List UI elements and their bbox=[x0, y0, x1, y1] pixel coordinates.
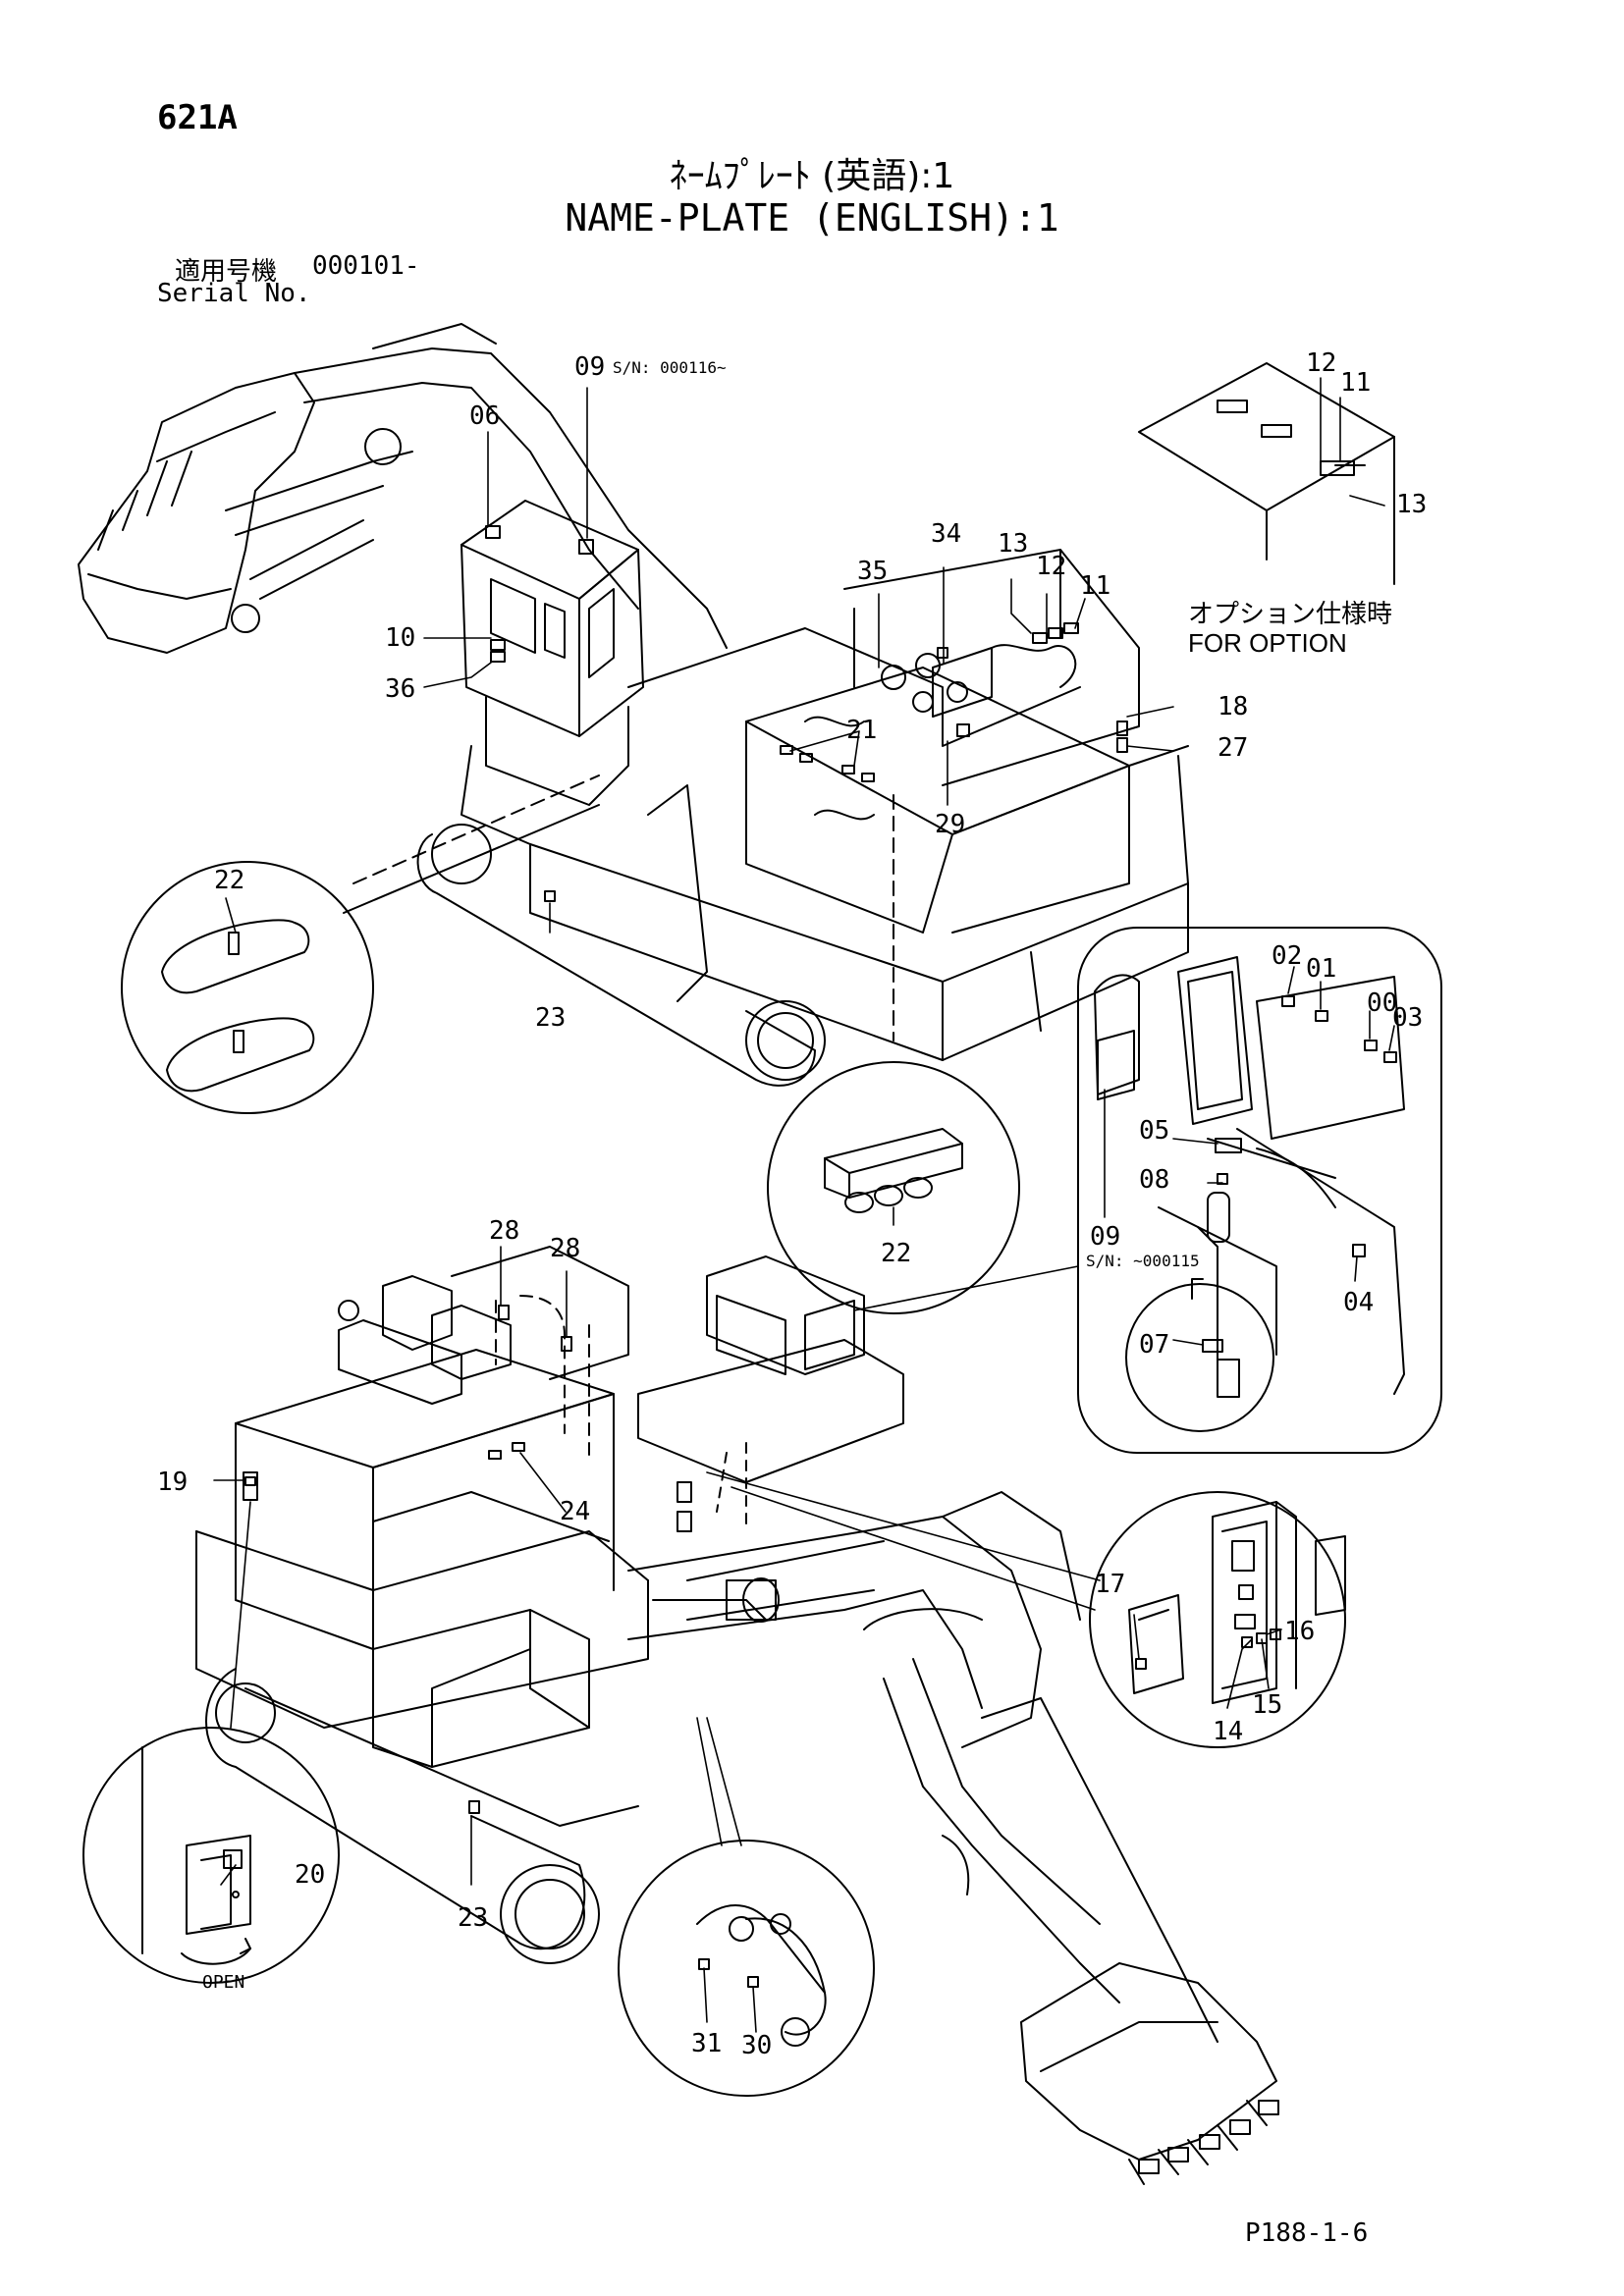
detail-circle-electrical bbox=[1089, 1491, 1346, 1748]
callout-04: 04 bbox=[1343, 1288, 1374, 1317]
serial-label-english: Serial No. bbox=[157, 279, 311, 308]
callout-20: 20 bbox=[295, 1860, 325, 1890]
callout-13-a: 13 bbox=[998, 529, 1028, 559]
callout-16: 16 bbox=[1284, 1617, 1315, 1646]
callout-22-b: 22 bbox=[881, 1239, 911, 1268]
callout-17: 17 bbox=[1095, 1570, 1125, 1599]
callout-27: 27 bbox=[1218, 733, 1248, 763]
callout-23-a: 23 bbox=[535, 1003, 566, 1033]
callout-28-b: 28 bbox=[550, 1234, 580, 1263]
callout-03: 03 bbox=[1392, 1003, 1423, 1033]
callout-09-cab: 09 bbox=[1090, 1222, 1120, 1252]
callout-34: 34 bbox=[931, 519, 961, 549]
callout-22-a: 22 bbox=[214, 866, 244, 895]
option-note-japanese: オプション仕様時 bbox=[1188, 600, 1393, 629]
callout-21: 21 bbox=[846, 716, 877, 745]
callout-14: 14 bbox=[1213, 1717, 1243, 1746]
open-label: OPEN bbox=[202, 1972, 244, 1993]
callout-02: 02 bbox=[1272, 941, 1302, 971]
callout-07: 07 bbox=[1139, 1330, 1169, 1360]
detail-circle-pins bbox=[618, 1840, 875, 2097]
callout-09-top: 09 bbox=[574, 352, 605, 382]
callout-10: 10 bbox=[385, 623, 415, 653]
callout-01: 01 bbox=[1306, 954, 1336, 984]
callout-06: 06 bbox=[469, 401, 500, 431]
callout-08: 08 bbox=[1139, 1165, 1169, 1195]
callout-30: 30 bbox=[741, 2031, 772, 2060]
callout-12-a: 12 bbox=[1036, 552, 1066, 581]
page-title-japanese: ﾈｰﾑﾌﾟﾚｰﾄ (英語):1 bbox=[669, 156, 955, 196]
callout-09-top-serial: S/N: 000116~ bbox=[613, 358, 727, 377]
callout-18: 18 bbox=[1218, 692, 1248, 721]
callout-00: 00 bbox=[1367, 988, 1397, 1018]
callout-11-b: 11 bbox=[1340, 368, 1371, 398]
callout-24: 24 bbox=[560, 1497, 590, 1526]
serial-label-japanese: 適用号機 bbox=[175, 257, 278, 287]
callout-28-a: 28 bbox=[489, 1216, 519, 1246]
detail-circle-22-switch bbox=[767, 1061, 1020, 1314]
option-note-english: FOR OPTION bbox=[1188, 628, 1347, 658]
leader-lines bbox=[213, 377, 1395, 2033]
callout-23-b: 23 bbox=[458, 1903, 488, 1933]
callout-labels: 06 09 S/N: 000116~ 10 36 35 34 13 12 11 … bbox=[157, 348, 1427, 2060]
detail-circle-22-cylinders bbox=[121, 804, 600, 1114]
option-roof-drawing bbox=[1138, 362, 1395, 585]
page-id: 621A bbox=[157, 98, 238, 137]
callout-35: 35 bbox=[857, 557, 888, 586]
callout-19: 19 bbox=[157, 1468, 188, 1497]
detail-circle-door bbox=[82, 1727, 340, 1984]
page-title-english: NAME-PLATE (ENGLISH):1 bbox=[565, 196, 1059, 240]
callout-09-cab-serial: S/N: ~000115 bbox=[1086, 1252, 1200, 1270]
callout-13-b: 13 bbox=[1396, 490, 1427, 519]
top-excavator-drawing bbox=[78, 323, 1189, 1087]
callout-05: 05 bbox=[1139, 1116, 1169, 1146]
callout-15: 15 bbox=[1252, 1690, 1282, 1720]
callout-36: 36 bbox=[385, 674, 415, 704]
serial-value: 000101- bbox=[312, 251, 420, 281]
bottom-excavator-drawing bbox=[195, 1246, 1279, 2185]
callout-11-a: 11 bbox=[1080, 571, 1110, 601]
footer-code: P188-1-6 bbox=[1245, 2218, 1369, 2248]
callout-12-b: 12 bbox=[1306, 348, 1336, 378]
callout-31: 31 bbox=[691, 2029, 722, 2058]
cab-interior-detail bbox=[1077, 927, 1442, 1454]
callout-29: 29 bbox=[935, 810, 965, 839]
